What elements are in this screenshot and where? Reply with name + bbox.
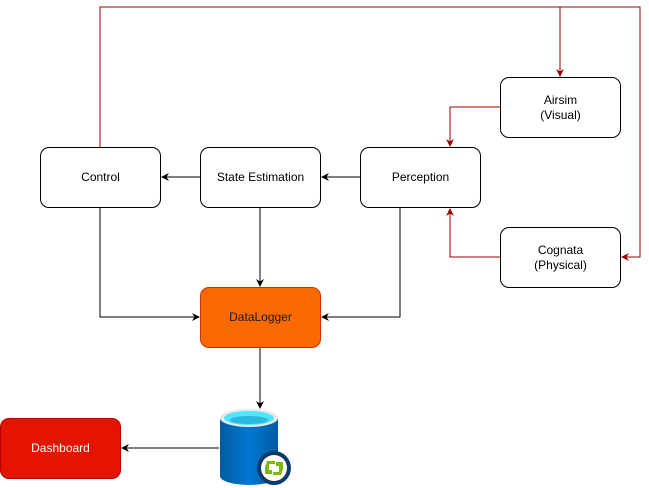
perception-label: Perception (391, 170, 450, 184)
edge-control-to-cognata (560, 6, 641, 261)
airsim-label: Airsim (Visual) (540, 92, 581, 122)
edge-airsim-to-perception (446, 106, 500, 147)
edge-cognata-to-perception (446, 208, 500, 258)
state-estimation-label: State Estimation (216, 170, 305, 184)
dashboard-node[interactable]: Dashboard (0, 418, 121, 479)
dashboard-label: Dashboard (31, 441, 90, 455)
datalogger-node[interactable]: DataLogger (200, 287, 321, 348)
sync-badge-icon (257, 451, 291, 485)
edge-control-to-datalogger (99, 208, 200, 321)
control-node[interactable]: Control (40, 147, 161, 208)
datalogger-label: DataLogger (229, 310, 292, 324)
edge-perception-to-datalogger (321, 208, 401, 321)
state-estimation-node[interactable]: State Estimation (200, 147, 321, 208)
edge-control-to-airsim (99, 6, 564, 147)
control-label: Control (81, 170, 120, 184)
cognata-node[interactable]: Cognata (Physical) (500, 227, 621, 288)
database-sync-icon[interactable] (218, 406, 298, 488)
perception-node[interactable]: Perception (360, 147, 481, 208)
cognata-label: Cognata (Physical) (534, 242, 587, 272)
airsim-node[interactable]: Airsim (Visual) (500, 77, 621, 138)
